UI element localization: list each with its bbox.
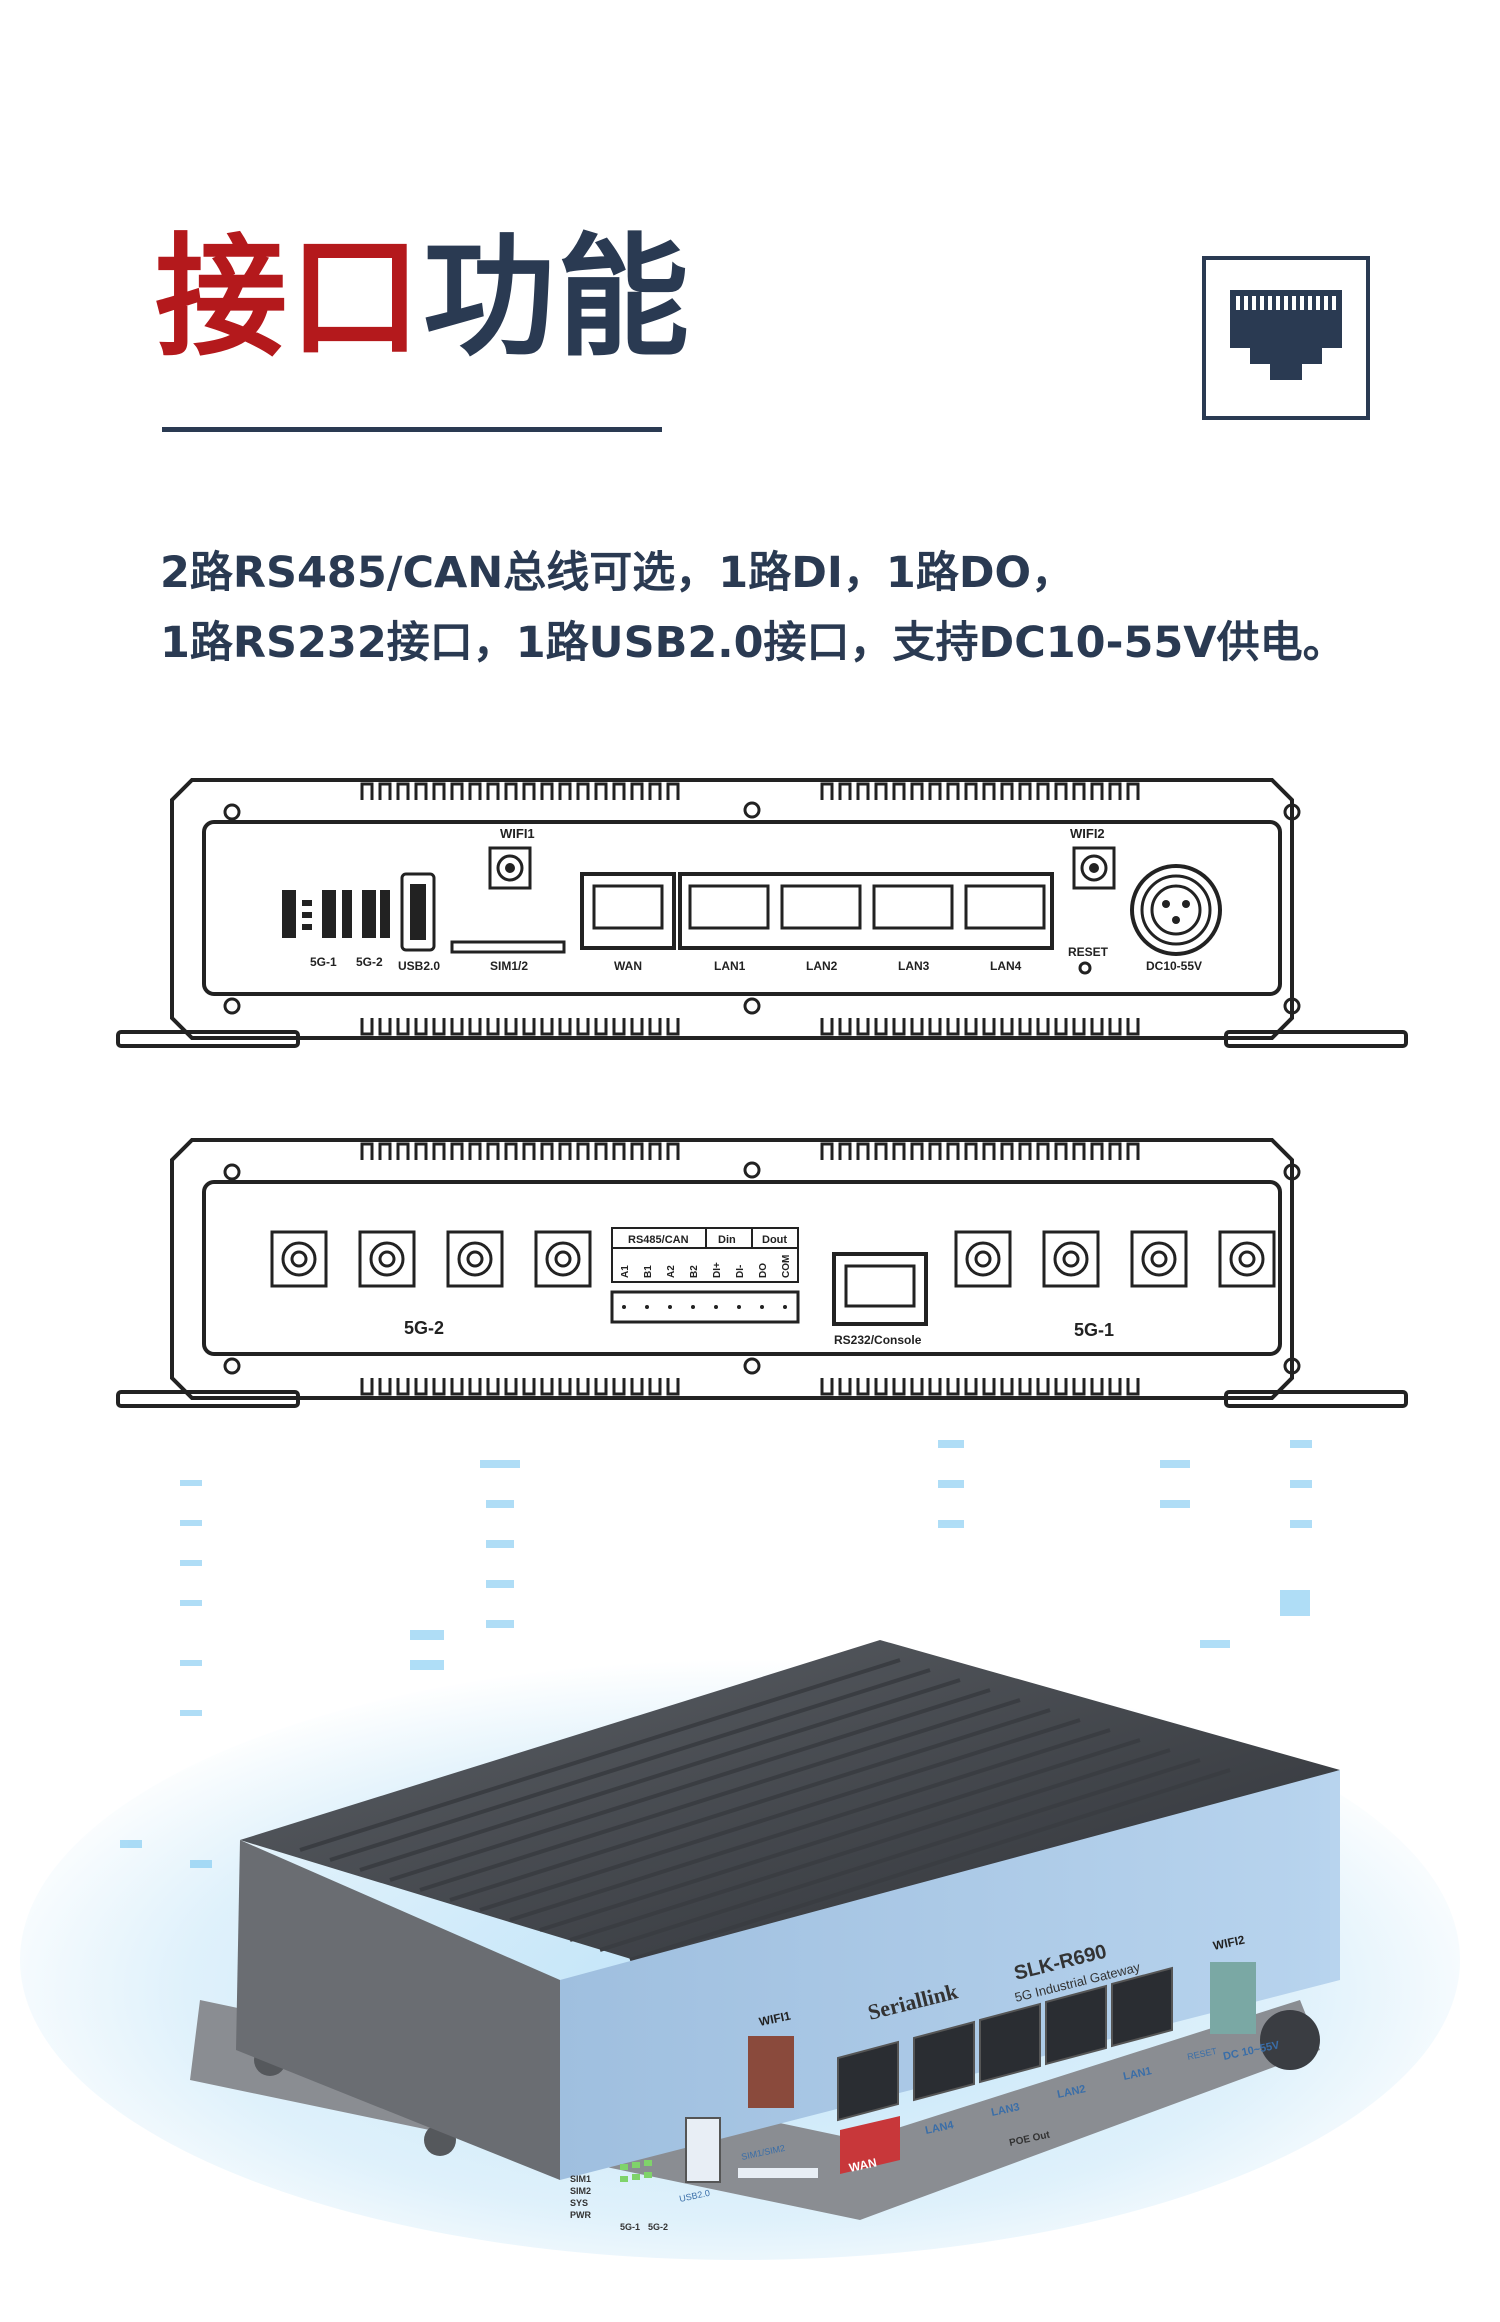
front-lan3-port xyxy=(872,884,954,930)
front-label-usb: USB2.0 xyxy=(398,959,440,973)
rear-label-5g1: 5G-1 xyxy=(1074,1320,1114,1340)
front-reset-button xyxy=(1078,961,1092,975)
front-label-wan: WAN xyxy=(614,959,642,973)
rear-terminal-block: RS485/CAN Din Dout A1 B1 A2 B2 DI+ DI- DO COM xyxy=(610,1227,800,1324)
title-main: 功能 xyxy=(423,221,691,375)
device-label-wifi2: WIFI2 xyxy=(1212,1933,1247,1953)
rear-pin-label: A1 xyxy=(620,1265,631,1278)
rear-pin-label: DO xyxy=(758,1263,769,1278)
rear-panel-diagram: 5G-2 RS485/CAN Din Dout A1 B1 A2 B2 DI+ DI- DO… xyxy=(116,1138,1408,1408)
description-line-2: 1路RS232接口，1路USB2.0接口，支持DC10-55V供电。 xyxy=(160,618,1346,668)
device-wifi2-connector xyxy=(1210,1962,1256,2034)
description-line-1: 2路RS485/CAN总线可选，1路DI，1路DO， xyxy=(160,548,1075,598)
front-sim-slot xyxy=(450,940,566,954)
device-label-lan1: LAN1 xyxy=(1122,2065,1153,2083)
front-wan-port xyxy=(580,872,676,950)
front-lan1-port xyxy=(688,884,770,930)
device-lan1-port xyxy=(1111,1966,1173,2048)
front-label-power: DC10-55V xyxy=(1146,959,1202,973)
front-wifi1-antenna xyxy=(488,846,532,890)
device-led-sim1: SIM1 xyxy=(570,2174,591,2184)
device-label-lan2: LAN2 xyxy=(1056,2083,1087,2101)
device-side xyxy=(236,1840,560,2180)
rear-label-dout: Dout xyxy=(762,1234,787,1246)
rear-label-din: Din xyxy=(718,1234,736,1246)
front-lan2-port xyxy=(780,884,862,930)
front-label-lan2: LAN2 xyxy=(806,959,838,973)
device-led-pwr: PWR xyxy=(570,2210,591,2220)
front-label-wifi2: WIFI2 xyxy=(1070,826,1105,841)
device-lan4-port xyxy=(913,2020,975,2102)
front-label-sim: SIM1/2 xyxy=(490,959,528,973)
device-led-sim2: SIM2 xyxy=(570,2186,591,2196)
data-stream-decoration xyxy=(120,1440,1312,1868)
device-lan3-port xyxy=(979,2002,1041,2084)
front-usb-port xyxy=(400,872,436,952)
device-label-lan3: LAN3 xyxy=(990,2101,1021,2119)
rear-pin-label: DI+ xyxy=(712,1262,723,1278)
device-wan-port xyxy=(837,2040,899,2122)
device-power-connector xyxy=(1260,2010,1320,2070)
device-led-5g1: 5G-1 xyxy=(620,2222,640,2232)
rear-pin-label: COM xyxy=(781,1255,792,1278)
front-label-lan3: LAN3 xyxy=(898,959,930,973)
rear-pin-label: B1 xyxy=(643,1265,654,1278)
front-label-reset: RESET xyxy=(1068,945,1109,959)
front-wifi2-antenna xyxy=(1072,846,1116,890)
front-label-lan1: LAN1 xyxy=(714,959,746,973)
rear-rs232-port xyxy=(832,1252,928,1326)
device-label-wan: WAN xyxy=(848,2155,878,2175)
title-underline xyxy=(162,427,662,432)
front-label-lan4: LAN4 xyxy=(990,959,1022,973)
front-label-5g2: 5G-2 xyxy=(356,955,383,969)
device-led-sys: SYS xyxy=(570,2198,588,2208)
title-accent: 接口 xyxy=(155,221,423,375)
page-title: 接口功能 xyxy=(155,232,691,364)
front-label-5g1: 5G-1 xyxy=(310,955,337,969)
device-label-wifi1: WIFI1 xyxy=(758,2009,793,2029)
rear-pin-label: B2 xyxy=(689,1265,700,1278)
rear-5g2-antenna-group xyxy=(270,1230,592,1288)
device-led-cluster xyxy=(620,2160,652,2182)
wan-indicator xyxy=(840,2116,900,2174)
ethernet-port-icon xyxy=(1202,256,1370,420)
device-wifi1-connector xyxy=(748,2036,794,2108)
device-led-5g2: 5G-2 xyxy=(648,2222,668,2232)
rear-5g1-antenna-group xyxy=(954,1230,1276,1288)
rear-label-5g2: 5G-2 xyxy=(404,1318,444,1338)
front-power-connector xyxy=(1130,864,1222,956)
rear-label-rs485: RS485/CAN xyxy=(628,1234,689,1246)
front-lan4-port xyxy=(964,884,1046,930)
rear-pin-label: DI- xyxy=(735,1265,746,1278)
device-illustration: Seriallink SLK-R690 5G Industrial Gatewa… xyxy=(20,1440,1460,2260)
front-panel-diagram: 5G-1 5G-2 USB2.0 WIFI1 SIM1/2 WAN LAN1 L… xyxy=(116,778,1408,1048)
front-label-wifi1: WIFI1 xyxy=(500,826,535,841)
rear-pin-label: A2 xyxy=(666,1265,677,1278)
device-sim-slot xyxy=(738,2168,818,2178)
device-lan2-port xyxy=(1045,1984,1107,2066)
device-usb-port xyxy=(685,2117,721,2183)
rear-label-rs232: RS232/Console xyxy=(834,1333,922,1347)
